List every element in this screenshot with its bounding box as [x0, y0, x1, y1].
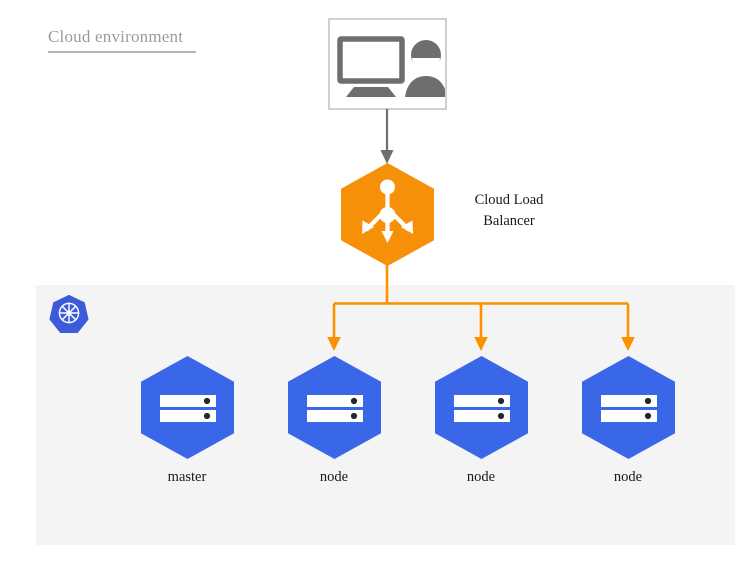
connector-client-to-loadbalancer — [371, 109, 403, 166]
lb-label-line1: Cloud Load — [474, 192, 544, 208]
cluster-node-label-2: node — [466, 469, 496, 485]
cloud-environment-title-underline — [48, 51, 196, 53]
cluster-node-master — [141, 356, 234, 459]
cloud-load-balancer-label: Cloud Load Balancer — [444, 190, 574, 232]
monitor-icon — [337, 36, 405, 97]
client-workstation-box — [328, 18, 447, 110]
server-icon — [160, 395, 216, 422]
cluster-node-3 — [582, 356, 675, 459]
cluster-node-2 — [435, 356, 528, 459]
cluster-node-label-master: master — [167, 469, 207, 485]
cloud-environment-title: Cloud environment — [48, 27, 184, 46]
server-icon — [307, 395, 363, 422]
cluster-node-label-1: node — [319, 469, 349, 485]
kubernetes-icon — [49, 293, 89, 333]
cluster-node-label-3: node — [613, 469, 643, 485]
cluster-node-1 — [288, 356, 381, 459]
server-icon — [454, 395, 510, 422]
server-icon — [601, 395, 657, 422]
lb-label-line2: Balancer — [483, 213, 535, 229]
user-icon — [405, 40, 445, 97]
cloud-load-balancer-node — [341, 163, 434, 266]
connector-loadbalancer-to-nodes — [320, 260, 646, 356]
